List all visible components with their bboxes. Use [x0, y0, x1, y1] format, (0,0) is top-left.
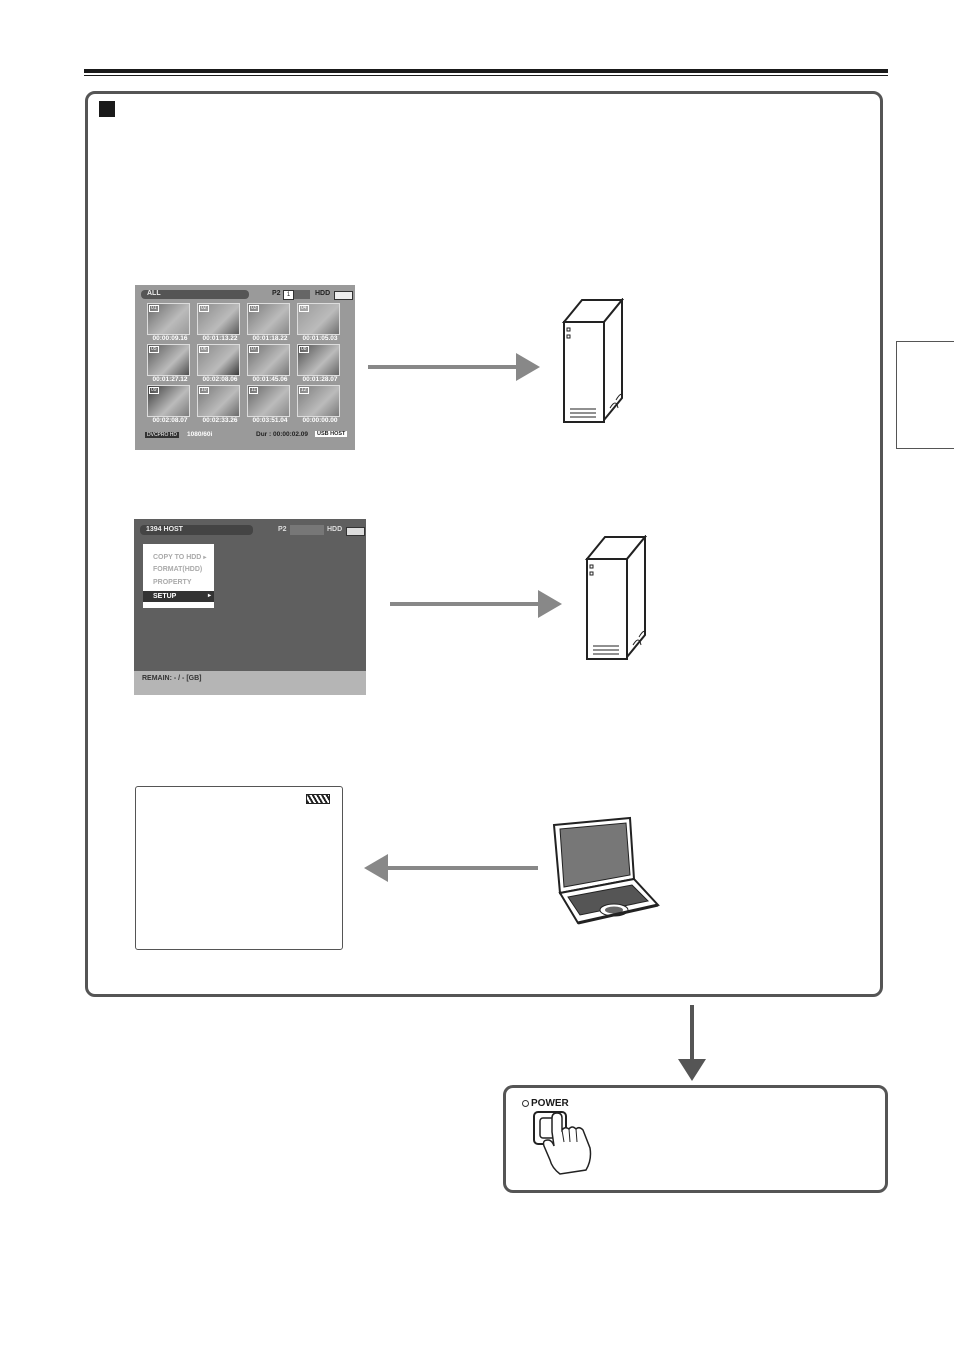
- p2-slot: 1: [283, 290, 294, 300]
- clip-number: 07: [249, 346, 259, 353]
- clip-number: 06: [199, 346, 209, 353]
- p2-label: P2: [278, 526, 287, 533]
- clip-timecode: 00:01:45.06: [252, 376, 288, 383]
- clip-thumbnail[interactable]: 11 00:03:51.04: [247, 385, 290, 425]
- clip-number: 03: [249, 305, 259, 312]
- clip-number: 09: [149, 387, 159, 394]
- power-button-hand-icon[interactable]: [530, 1110, 610, 1180]
- clip-thumbnail[interactable]: 09 00:02:08.07: [147, 385, 190, 425]
- clip-image: 02: [197, 303, 240, 335]
- clip-thumbnail[interactable]: 02 00:01:13.22: [197, 303, 240, 343]
- clip-timecode: 00:01:27.12: [152, 376, 188, 383]
- power-led-icon: [522, 1099, 529, 1107]
- clip-timecode: 00:00:09.16: [152, 335, 188, 342]
- setup-screen: 1394 HOST P2 HDD COPY TO HDD ▸ FORMAT(HD…: [134, 519, 366, 695]
- arrow-down-icon: [678, 1005, 706, 1081]
- chevron-right-icon: ▸: [203, 555, 207, 561]
- duration-label: Dur : 00:00:02.09: [256, 431, 309, 438]
- header-rule-thin: [84, 75, 888, 76]
- chevron-right-icon: ▸: [207, 593, 211, 599]
- menu-item-format-hdd[interactable]: FORMAT(HDD): [153, 566, 203, 573]
- laptop-icon: [552, 816, 660, 925]
- clip-timecode: 00:01:13.22: [202, 335, 238, 342]
- thumbnail-mode: ALL: [147, 290, 161, 297]
- clip-timecode: 00:01:28.07: [302, 376, 338, 383]
- clip-thumbnail[interactable]: 12 00:00:00.00: [297, 385, 340, 425]
- menu-item-property[interactable]: PROPERTY: [153, 579, 192, 586]
- clip-thumbnail[interactable]: 01 00:00:09.16: [147, 303, 190, 343]
- clip-image: 11: [247, 385, 290, 417]
- battery-icon: [346, 527, 365, 536]
- clip-image: 05: [147, 344, 190, 376]
- clip-timecode: 00:01:05.03: [302, 335, 338, 342]
- clip-image: 09: [147, 385, 190, 417]
- clip-image: 03: [247, 303, 290, 335]
- clip-image: 12: [297, 385, 340, 417]
- clip-image: 07: [247, 344, 290, 376]
- clip-number: 04: [299, 305, 309, 312]
- battery-icon: [334, 291, 353, 300]
- clip-timecode: 00:01:18.22: [252, 335, 288, 342]
- format-label: 1080/60i: [187, 431, 213, 438]
- power-box: POWER: [503, 1085, 888, 1193]
- arrow-right-icon: [368, 353, 540, 381]
- clip-number: 02: [199, 305, 209, 312]
- clip-thumbnail[interactable]: 03 00:01:18.22: [247, 303, 290, 343]
- clip-image: 08: [297, 344, 340, 376]
- battery-icon: [306, 794, 330, 804]
- clip-thumbnail[interactable]: 06 00:02:08.06: [197, 344, 240, 384]
- setup-mode: 1394 HOST: [146, 526, 183, 533]
- clip-number: 12: [299, 387, 309, 394]
- clip-number: 01: [149, 305, 159, 312]
- hdd-tower-icon: [561, 298, 625, 423]
- clip-thumbnail[interactable]: 08 00:01:28.07: [297, 344, 340, 384]
- setup-menu: COPY TO HDD ▸ FORMAT(HDD) PROPERTY SETUP…: [143, 544, 214, 608]
- hdd-label: HDD: [315, 290, 331, 297]
- section-marker-icon: [99, 101, 115, 117]
- clip-timecode: 00:02:33.26: [202, 417, 238, 424]
- arrow-left-icon: [364, 854, 538, 882]
- blank-screen: [135, 786, 343, 950]
- clip-thumbnail[interactable]: 05 00:01:27.12: [147, 344, 190, 384]
- power-label: POWER: [531, 1098, 569, 1109]
- clip-number: 08: [299, 346, 309, 353]
- clip-timecode: 00:02:08.07: [152, 417, 188, 424]
- clip-image: 06: [197, 344, 240, 376]
- chapter-tab: [896, 341, 954, 449]
- clip-number: 10: [199, 387, 209, 394]
- remain-label: REMAIN: - / - [GB]: [142, 675, 202, 682]
- clip-image: 01: [147, 303, 190, 335]
- p2-label: P2: [272, 290, 281, 297]
- clip-image: 10: [197, 385, 240, 417]
- clip-timecode: 00:00:00.00: [302, 417, 338, 424]
- usb-host-badge: USB HOST: [315, 431, 348, 437]
- hdd-label: HDD: [327, 526, 343, 533]
- clip-number: 11: [249, 387, 259, 394]
- clip-image: 04: [297, 303, 340, 335]
- header-rule: [84, 69, 888, 73]
- clip-thumbnail[interactable]: 04 00:01:05.03: [297, 303, 340, 343]
- codec-badge: DVCPRO HD: [145, 432, 180, 438]
- clip-thumbnail[interactable]: 10 00:02:33.26: [197, 385, 240, 425]
- clip-timecode: 00:02:08.06: [202, 376, 238, 383]
- main-panel: [85, 91, 883, 997]
- arrow-right-icon: [390, 590, 562, 618]
- menu-item-copy-to-hdd[interactable]: COPY TO HDD ▸: [153, 554, 207, 561]
- clip-timecode: 00:03:51.04: [252, 417, 288, 424]
- clip-thumbnail[interactable]: 07 00:01:45.06: [247, 344, 290, 384]
- clip-number: 05: [149, 346, 159, 353]
- menu-item-setup[interactable]: SETUP▸: [143, 591, 214, 602]
- hdd-tower-icon: [584, 535, 648, 660]
